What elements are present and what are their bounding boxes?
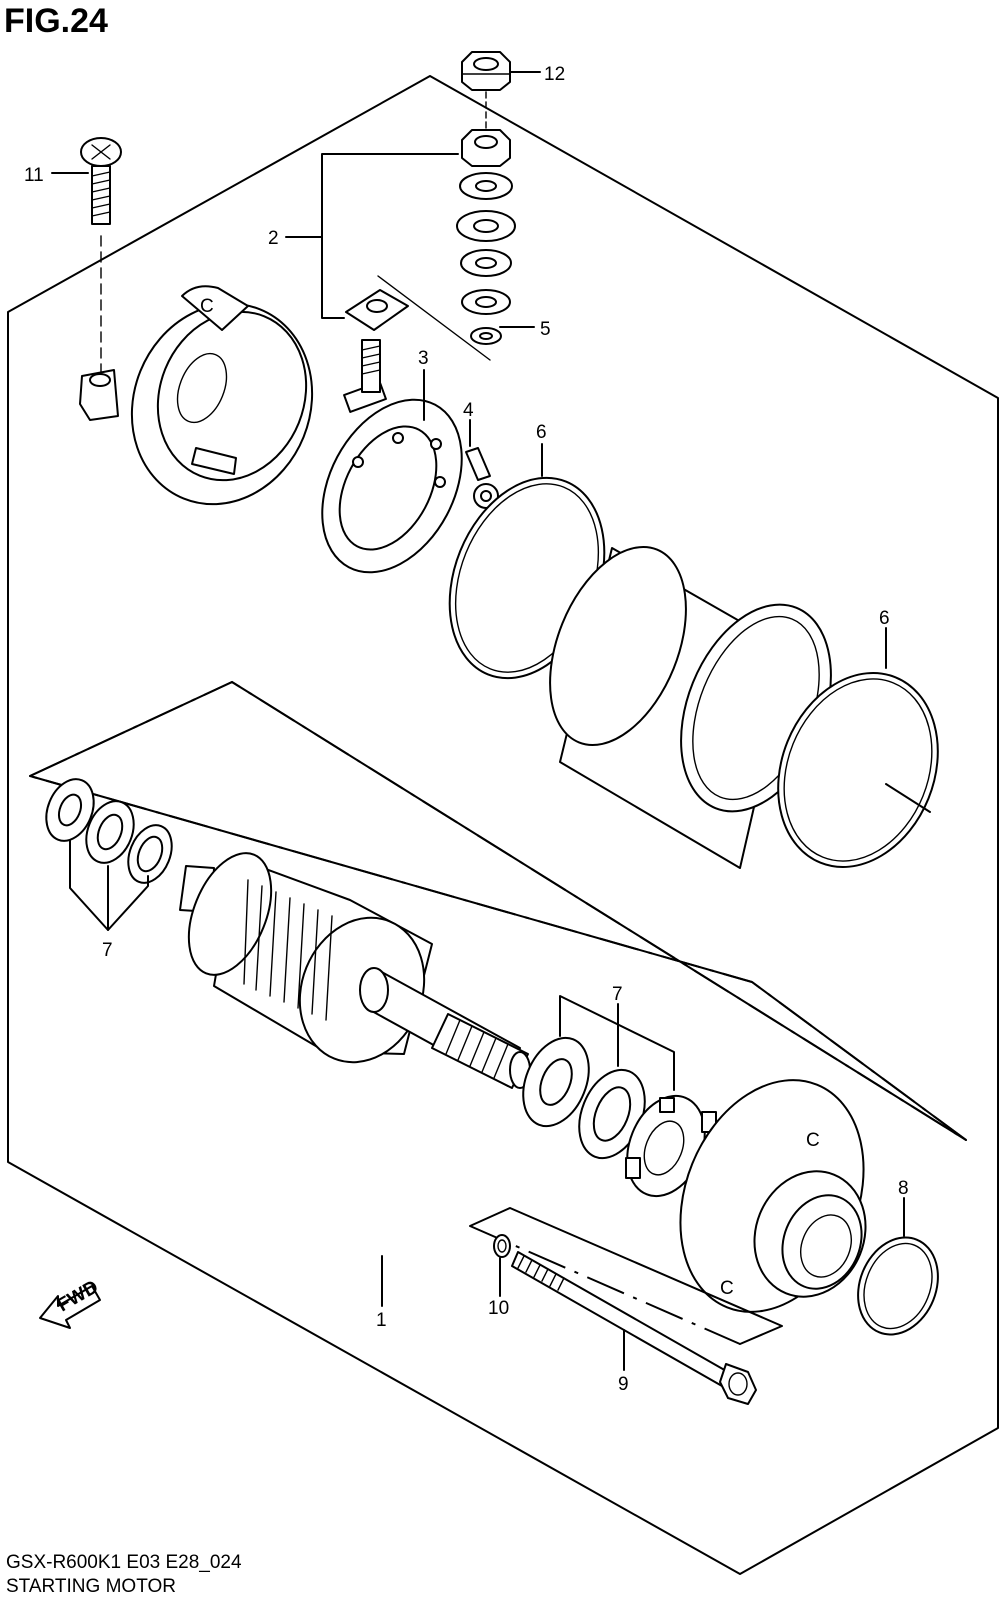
callout-1: 1 <box>376 1310 387 1331</box>
part-brush-spring-4 <box>465 447 499 509</box>
case-mark-c1: C <box>200 296 214 317</box>
part-washers-7-left <box>45 778 173 931</box>
front-housing-cover: C <box>79 285 314 506</box>
rear-housing-cover: C C <box>679 1079 867 1313</box>
callout-4: 4 <box>463 400 474 421</box>
callout-7-left: 7 <box>102 940 113 961</box>
part-o-ring-8 <box>857 1236 939 1336</box>
part-brush-plate-3 <box>321 339 463 574</box>
callout-8: 8 <box>898 1178 909 1199</box>
callout-3: 3 <box>418 348 429 369</box>
part-washers-7-right <box>522 995 675 1160</box>
bracket-part-2 <box>321 153 459 319</box>
part-nut-kit-2 <box>461 129 511 167</box>
inner-group-dash <box>27 680 967 1141</box>
part-bolt-11 <box>80 137 122 381</box>
model-code: GSX-R600K1 E03 E28_024 <box>6 1552 242 1573</box>
callout-12: 12 <box>544 64 565 85</box>
callout-5: 5 <box>540 319 551 340</box>
lock-plate <box>625 1094 717 1198</box>
leader-lines <box>51 71 905 1371</box>
callout-6-lower: 6 <box>879 608 890 629</box>
callout-7-right: 7 <box>612 984 623 1005</box>
fwd-arrow-icon: FWD <box>39 1277 102 1329</box>
figure-title: FIG.24 <box>4 2 108 40</box>
assembly-boundary <box>7 75 999 1575</box>
washer-stack <box>456 91 516 345</box>
part-long-bolt-9 <box>511 1251 757 1405</box>
part-o-ring-6-lower <box>777 672 939 868</box>
callout-9: 9 <box>618 1374 629 1395</box>
callout-2: 2 <box>268 228 279 249</box>
part-o-ring-10 <box>493 1234 511 1258</box>
terminal-insulator <box>345 275 491 361</box>
callout-10: 10 <box>488 1298 509 1319</box>
part-nut-12 <box>461 51 511 91</box>
armature <box>179 852 531 1089</box>
callout-11: 11 <box>24 165 44 186</box>
bolt-group-box <box>469 1207 783 1345</box>
diagram-name: STARTING MOTOR <box>6 1576 176 1597</box>
callout-6-upper: 6 <box>536 422 547 443</box>
case-mark-c2: C <box>806 1130 820 1151</box>
case-mark-c3: C <box>720 1278 734 1299</box>
